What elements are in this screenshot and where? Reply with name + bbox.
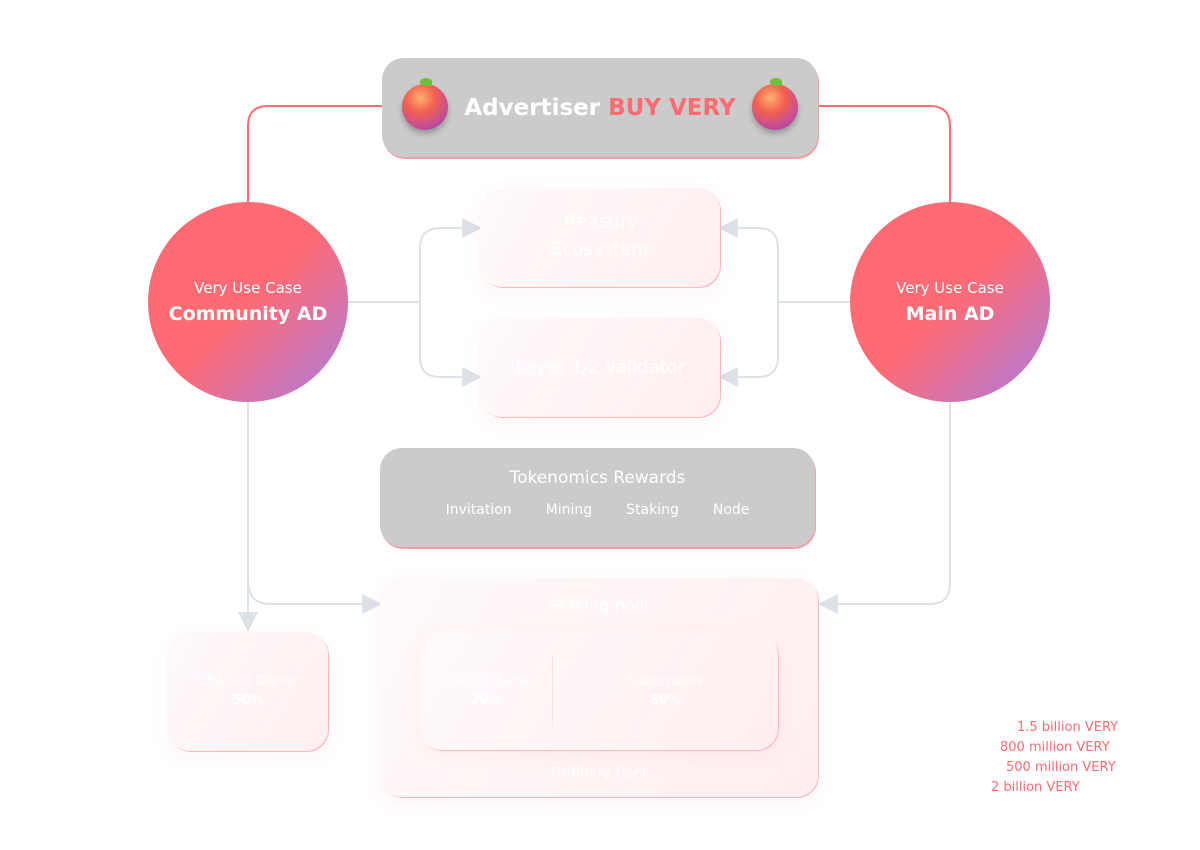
treasury-line2: Ecosystem	[551, 239, 649, 260]
connector-right-treasury	[718, 218, 779, 302]
channel-owner-box: Channel Owner 50%	[168, 632, 328, 751]
amount-label: 800 million VERY	[1000, 740, 1110, 755]
raspberry-coin-icon	[752, 78, 798, 130]
red-connector-left	[247, 105, 382, 202]
connector-right-pool	[818, 402, 951, 614]
staking-owner-value: 20%	[470, 693, 502, 708]
staking-split-box: Channel Owner 20% Subscribers 80%	[420, 632, 778, 750]
red-connector-right	[818, 105, 951, 202]
staking-owner-label: Channel Owner	[436, 674, 536, 689]
staking-owner: Channel Owner 20%	[420, 656, 553, 726]
staking-pool-box: Staking pool Channel Owner 20% Subscribe…	[380, 578, 818, 797]
treasury-box: Treasury Ecosystem	[480, 188, 720, 287]
connector-left-pool	[247, 579, 382, 614]
connector-left-treasury	[419, 218, 482, 302]
tokenomics-title: Tokenomics Rewards	[509, 468, 686, 488]
validator-box: Layer 1/2 validator	[480, 318, 720, 417]
community-ad-circle: Very Use Case Community AD	[148, 202, 348, 402]
amount-label: 1.5 billion VERY	[1017, 720, 1119, 735]
staking-pool-title: Staking pool	[549, 596, 649, 615]
tokenomics-items: Invitation Mining Staking Node	[380, 502, 815, 518]
circle-title: Community AD	[168, 303, 328, 325]
advertiser-header: Advertiser BUY VERY	[382, 58, 818, 157]
staking-subscribers: Subscribers 80%	[553, 632, 778, 750]
tokenomics-item: Node	[712, 502, 750, 518]
staking-subs-value: 80%	[649, 693, 682, 708]
treasury-line1: Treasury	[561, 211, 639, 232]
tokenomics-box: Tokenomics Rewards Invitation Mining Sta…	[380, 448, 815, 547]
validator-label: Layer 1/2 validator	[514, 357, 686, 378]
header-prefix: Advertiser	[464, 94, 601, 121]
tokenomics-item: Staking	[626, 502, 679, 518]
circle-title: Main AD	[905, 303, 995, 325]
tokenomics-item: Invitation	[445, 502, 512, 518]
staking-pool-footer: Ordinary User	[550, 765, 648, 781]
connector-left-validator	[419, 302, 482, 387]
raspberry-coin-icon	[402, 78, 448, 130]
header-highlight: BUY VERY	[608, 94, 736, 121]
tokenomics-item: Mining	[545, 502, 593, 518]
channel-owner-value: 50%	[232, 693, 264, 708]
circle-subtitle: Very Use Case	[896, 279, 1004, 297]
channel-owner-label: Channel Owner	[198, 674, 298, 689]
circle-subtitle: Very Use Case	[194, 279, 302, 297]
amount-label: 500 million VERY	[1006, 760, 1116, 775]
staking-subs-label: Subscribers	[627, 674, 704, 689]
connector-right-validator	[718, 302, 779, 387]
amount-label: 2 billion VERY	[991, 780, 1080, 795]
main-ad-circle: Very Use Case Main AD	[850, 202, 1050, 402]
